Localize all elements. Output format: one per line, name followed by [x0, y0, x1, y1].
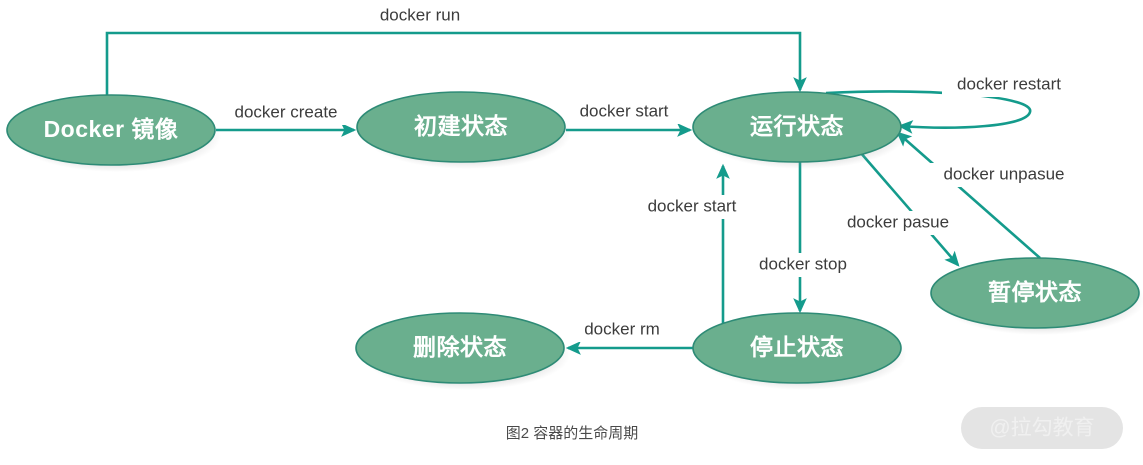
node-stopped[interactable]: 停止状态: [692, 312, 902, 384]
label-plate-start2: [635, 195, 749, 219]
edge-label-stop-text: docker stop: [759, 254, 847, 273]
label-plate-stop: [745, 253, 861, 277]
node-stopped-ellipse[interactable]: [692, 312, 902, 384]
edge-label-rm-text: docker rm: [584, 319, 660, 338]
edge-label-docker-run: docker run: [362, 4, 478, 28]
edge-label-create-text: docker create: [235, 102, 338, 121]
node-created-label: 初建状态: [414, 113, 508, 139]
edge-label-docker-unpasue: docker unpasue: [930, 163, 1078, 187]
node-paused-ellipse[interactable]: [930, 257, 1140, 329]
edge-label-docker-create: docker create: [222, 101, 350, 125]
edge-label-docker-restart: docker restart: [942, 73, 1076, 97]
label-plate-create: [222, 101, 350, 125]
edges-layer: [105, 31, 1041, 355]
node-running[interactable]: 运行状态: [692, 91, 902, 163]
edge-label-unpause-text: docker unpasue: [944, 164, 1065, 183]
watermark: @拉勾教育: [961, 407, 1123, 449]
label-plate-start1: [567, 100, 681, 124]
edge-label-docker-start-created: docker start: [567, 100, 681, 124]
edge-label-start2-text: docker start: [648, 196, 737, 215]
node-deleted-label: 删除状态: [413, 334, 507, 360]
node-paused-label: 暂停状态: [988, 279, 1082, 305]
edge-label-run-text: docker run: [380, 5, 460, 24]
node-paused[interactable]: 暂停状态: [930, 257, 1140, 329]
node-running-label: 运行状态: [750, 113, 844, 139]
watermark-pill: [961, 407, 1123, 449]
edge-label-pause-text: docker pasue: [847, 212, 949, 231]
node-image[interactable]: Docker 镜像: [6, 94, 216, 166]
edge-label-docker-stop: docker stop: [745, 253, 861, 277]
edge-label-restart-text: docker restart: [957, 74, 1061, 93]
edge-label-docker-rm: docker rm: [573, 318, 671, 342]
label-plate-unpause: [930, 163, 1078, 187]
edge-labels-layer: docker run docker create docker start do…: [222, 4, 1078, 342]
label-plate-pause: [834, 211, 962, 235]
node-deleted-ellipse[interactable]: [355, 312, 565, 384]
label-plate-rm: [573, 318, 671, 342]
edge-docker-restart: [825, 90, 1032, 134]
edge-docker-unpasue: [896, 131, 1041, 259]
node-image-ellipse[interactable]: [6, 94, 216, 166]
edge-docker-pasue: [859, 151, 960, 267]
edge-label-start1-text: docker start: [580, 101, 669, 120]
edge-docker-run: [105, 31, 807, 95]
watermark-label: @拉勾教育: [989, 417, 1094, 440]
node-deleted[interactable]: 删除状态: [355, 312, 565, 384]
node-image-label: Docker 镜像: [44, 116, 179, 142]
label-plate-restart: [942, 73, 1076, 97]
node-running-ellipse[interactable]: [692, 91, 902, 163]
figure-caption: 图2 容器的生命周期: [506, 424, 639, 442]
node-created[interactable]: 初建状态: [356, 91, 566, 163]
node-created-ellipse[interactable]: [356, 91, 566, 163]
node-stopped-label: 停止状态: [750, 334, 844, 360]
edge-label-docker-start-stopped: docker start: [635, 195, 749, 219]
label-plate-run: [362, 4, 478, 28]
edge-label-docker-pasue: docker pasue: [834, 211, 962, 235]
